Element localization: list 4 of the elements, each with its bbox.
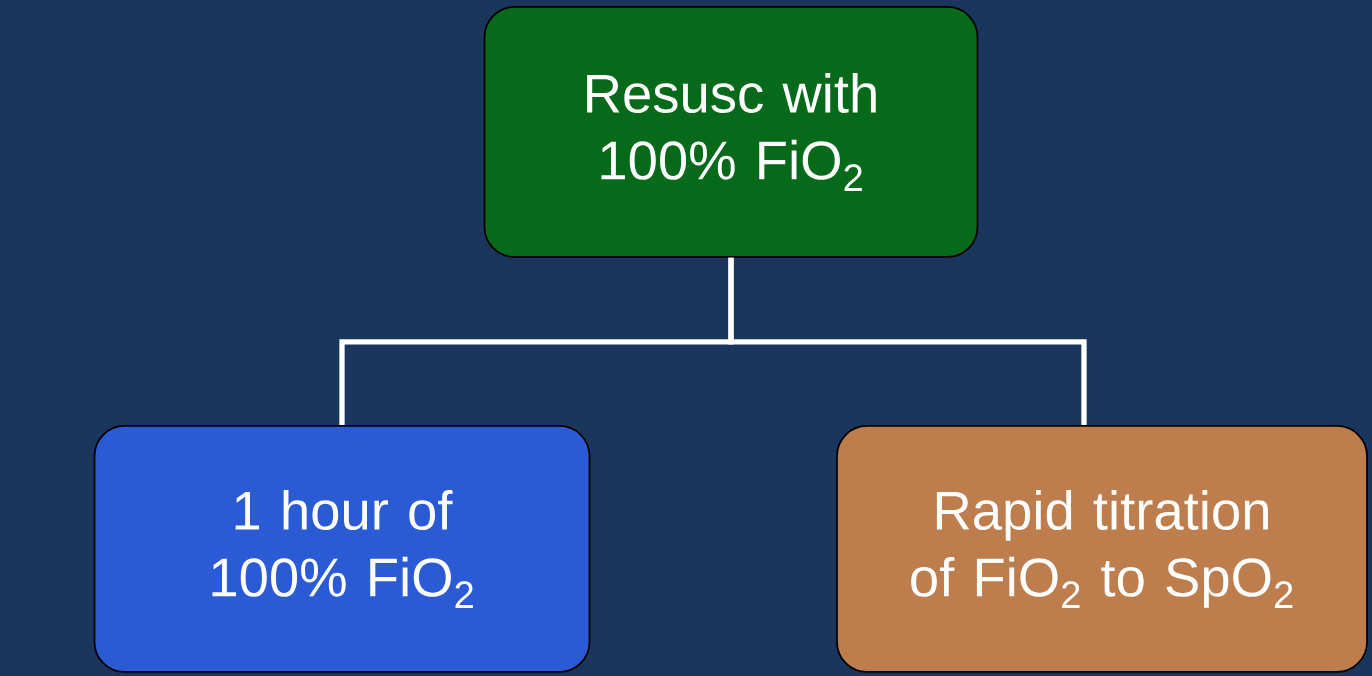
- process-box: Rapid titration of FiO$_{2}$ to SpO$_{2}$: [836, 425, 1368, 673]
- process-box: Resusc with 100% FiO$_{2}$: [483, 6, 979, 258]
- process-box: 1 hour of 100% FiO$_{2}$: [93, 425, 591, 673]
- connector-line: [728, 257, 1087, 426]
